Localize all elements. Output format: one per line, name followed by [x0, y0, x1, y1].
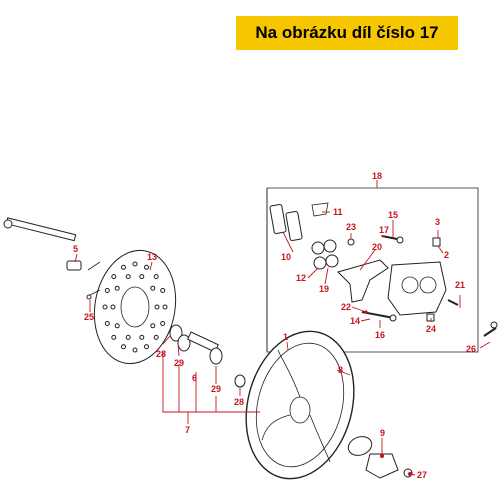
- caliper-body: [387, 261, 447, 316]
- label-15: 15: [388, 210, 398, 220]
- label-18: 18: [372, 171, 382, 181]
- bleed-screw: [347, 238, 355, 246]
- disc-hole: [160, 321, 166, 326]
- disc-hole: [139, 274, 145, 280]
- label-17: 17: [379, 225, 389, 235]
- label-26: 26: [466, 344, 476, 354]
- label-20: 20: [372, 242, 382, 252]
- label-14: 14: [350, 316, 360, 326]
- disc-hole: [104, 321, 110, 326]
- disc-hole: [121, 344, 126, 350]
- bearing-left: [169, 324, 183, 342]
- label-11: 11: [333, 207, 343, 217]
- disc-hole: [154, 304, 160, 310]
- banner-text: Na obrázku díl číslo 17: [255, 23, 439, 42]
- axle-shaft: [3, 217, 77, 242]
- valve-stem: [483, 321, 498, 337]
- disc-hole: [111, 274, 117, 280]
- speedometer-gearbox: [347, 436, 399, 479]
- label-3: 3: [435, 217, 440, 227]
- label-12: 12: [296, 273, 306, 283]
- label-1: 1: [283, 332, 288, 342]
- disc-hole: [102, 304, 108, 310]
- bearing-right: [209, 347, 223, 365]
- disc-hole: [162, 304, 168, 310]
- leader-dots: [364, 310, 412, 476]
- bleeder-valve: [432, 237, 441, 247]
- disc-hole: [110, 304, 116, 310]
- brake-disc-holes: [102, 261, 168, 353]
- disc-hole: [104, 288, 110, 293]
- disc-hole: [144, 264, 149, 270]
- disc-hole: [144, 344, 149, 350]
- label-29b: 29: [211, 384, 221, 394]
- caliper-bolt-right: [447, 299, 459, 306]
- label-19: 19: [319, 284, 329, 294]
- seal-right: [234, 374, 246, 388]
- disc-hole: [160, 288, 166, 293]
- disc-bolts: [86, 261, 101, 300]
- label-13: 13: [147, 252, 157, 262]
- label-29: 29: [174, 358, 184, 368]
- label-10: 10: [281, 252, 291, 262]
- disc-hole: [125, 334, 131, 340]
- part-number-banner: Na obrázku díl číslo 17: [236, 16, 458, 50]
- disc-hole: [153, 334, 159, 340]
- label-27: 27: [417, 470, 427, 480]
- label-23: 23: [346, 222, 356, 232]
- axle-spacer: [66, 260, 82, 271]
- disc-hole: [132, 347, 138, 353]
- label-16: 16: [375, 330, 385, 340]
- label-5: 5: [73, 244, 78, 254]
- label-8: 8: [338, 365, 343, 375]
- label-7: 7: [185, 425, 190, 435]
- caliper-pin-bolt: [381, 235, 404, 244]
- label-2: 2: [444, 250, 449, 260]
- label-25: 25: [84, 312, 94, 322]
- seal-left: [177, 334, 191, 352]
- pad-spring: [311, 202, 329, 217]
- disc-hole: [114, 323, 120, 329]
- disc-hole: [150, 323, 156, 329]
- label-28b: 28: [234, 397, 244, 407]
- brake-pads: [269, 203, 303, 242]
- piston-seals: [311, 239, 339, 270]
- label-28: 28: [156, 349, 166, 359]
- label-24: 24: [426, 324, 436, 334]
- caliper-bracket: [337, 259, 389, 303]
- disc-hole: [153, 274, 159, 280]
- label-9: 9: [380, 428, 385, 438]
- disc-hole: [121, 264, 126, 270]
- label-22: 22: [341, 302, 351, 312]
- label-6: 6: [192, 373, 197, 383]
- disc-hole: [150, 285, 156, 291]
- part-number-labels: 18 11 15 3 23 17 10 20 2 12 19 21 22 14 …: [73, 171, 476, 480]
- disc-hole: [111, 334, 117, 340]
- disc-hole: [114, 285, 120, 291]
- front-wheel: [245, 330, 355, 480]
- label-21: 21: [455, 280, 465, 290]
- pad-pin-plug: [426, 313, 435, 322]
- disc-hole: [125, 274, 131, 280]
- disc-hole: [132, 261, 138, 267]
- slide-pin: [361, 311, 397, 322]
- disc-hole: [139, 334, 145, 340]
- leader-lines: [74, 180, 491, 476]
